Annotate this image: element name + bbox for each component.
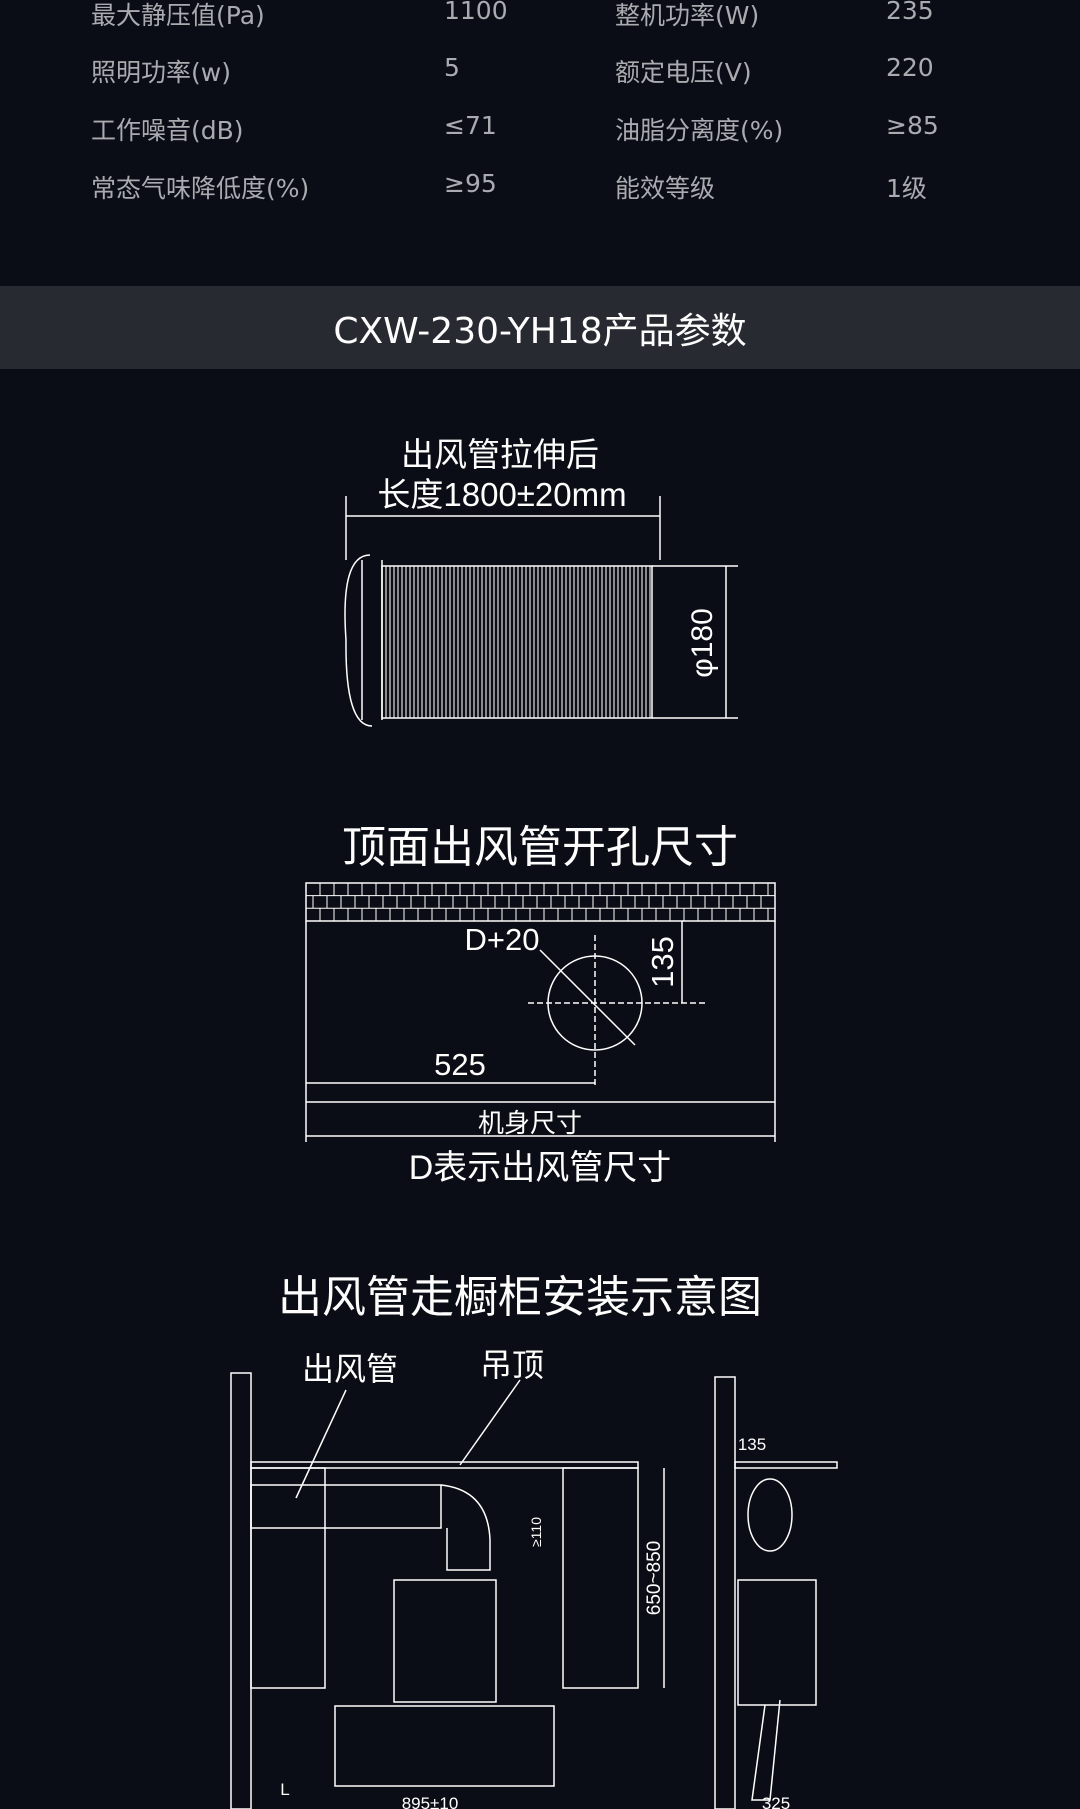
spec-value: 220	[886, 53, 934, 82]
spec-value: ≤71	[444, 111, 497, 140]
brick-pattern	[305, 882, 775, 921]
spec-value: 235	[886, 0, 934, 25]
dim-895: 895±10	[402, 1794, 459, 1809]
spec-label: 最大静压值(Pa)	[91, 1, 265, 30]
duct-caption-2: 长度1800±20mm	[377, 476, 626, 513]
label-ceiling: 吊顶	[480, 1347, 544, 1383]
duct-diagram: 出风管拉伸后 长度1800±20mm φ180	[344, 436, 738, 727]
spec-label: 工作噪音(dB)	[91, 116, 244, 145]
hole-dim-135: 135	[645, 936, 680, 988]
spec-value: ≥85	[886, 111, 939, 140]
spec-label: 照明功率(w)	[91, 58, 231, 87]
spec-label: 整机功率(W)	[615, 1, 760, 30]
duct-diameter: φ180	[686, 608, 719, 678]
install-diagram: 出风管走橱柜安装示意图 出风管 吊顶 650~850 ≥110 895±10 L…	[230, 1273, 838, 1809]
side-dim-325: 325	[762, 1794, 790, 1809]
spec-value: 1100	[444, 0, 508, 25]
duct-caption-1: 出风管拉伸后	[401, 436, 599, 473]
spec-label: 常态气味降低度(%)	[91, 174, 310, 203]
hole-d-label: D+20	[465, 922, 540, 957]
dim-110: ≥110	[528, 1517, 544, 1547]
hole-title: 顶面出风管开孔尺寸	[342, 823, 738, 872]
section-header: CXW-230-YH18产品参数	[0, 286, 1080, 369]
hole-dim-525: 525	[434, 1047, 486, 1082]
spec-value: ≥95	[444, 169, 497, 198]
spec-value: 1级	[886, 174, 927, 203]
dim-L: L	[280, 1780, 289, 1799]
spec-label: 能效等级	[615, 174, 716, 203]
side-dim-135: 135	[738, 1435, 766, 1454]
hole-diagram: 顶面出风管开孔尺寸 D+20 135 525 机身尺寸 D表示出风管尺寸	[305, 823, 776, 1187]
spec-value: 5	[444, 53, 460, 82]
duct-ribs	[385, 566, 651, 718]
dim-650-850: 650~850	[644, 1541, 665, 1616]
label-duct: 出风管	[302, 1351, 398, 1387]
hole-note: D表示出风管尺寸	[409, 1149, 672, 1187]
section-title: CXW-230-YH18产品参数	[333, 310, 747, 352]
install-title: 出风管走橱柜安装示意图	[278, 1273, 762, 1322]
spec-label: 油脂分离度(%)	[615, 116, 784, 145]
hole-body-size: 机身尺寸	[478, 1108, 582, 1138]
spec-label: 额定电压(V)	[615, 58, 752, 87]
